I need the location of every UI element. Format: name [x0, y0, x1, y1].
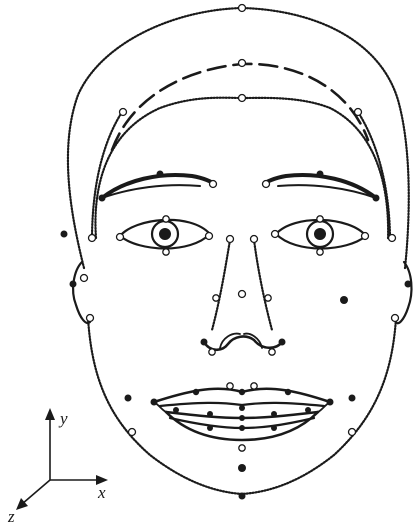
right-temple-line [358, 112, 390, 240]
y-axis-label: y [58, 409, 68, 428]
y-axis-arrowhead [45, 408, 55, 420]
filled-landmark-points [61, 171, 412, 500]
z-axis-label: z [7, 507, 15, 526]
right-pupil [314, 228, 326, 240]
nose-right-line [254, 240, 272, 330]
left-temple-line [92, 112, 122, 240]
nose-left-line [212, 240, 230, 330]
right-ear-outline [396, 262, 411, 323]
inner-hairline [95, 98, 388, 240]
x-axis-label: x [97, 483, 106, 502]
left-ear-outline [73, 262, 90, 323]
coordinate-axes: y x z [7, 408, 108, 526]
z-axis-line [22, 480, 50, 504]
open-landmark-points [81, 5, 399, 452]
nose-bottom [204, 337, 282, 350]
left-pupil [159, 228, 171, 240]
